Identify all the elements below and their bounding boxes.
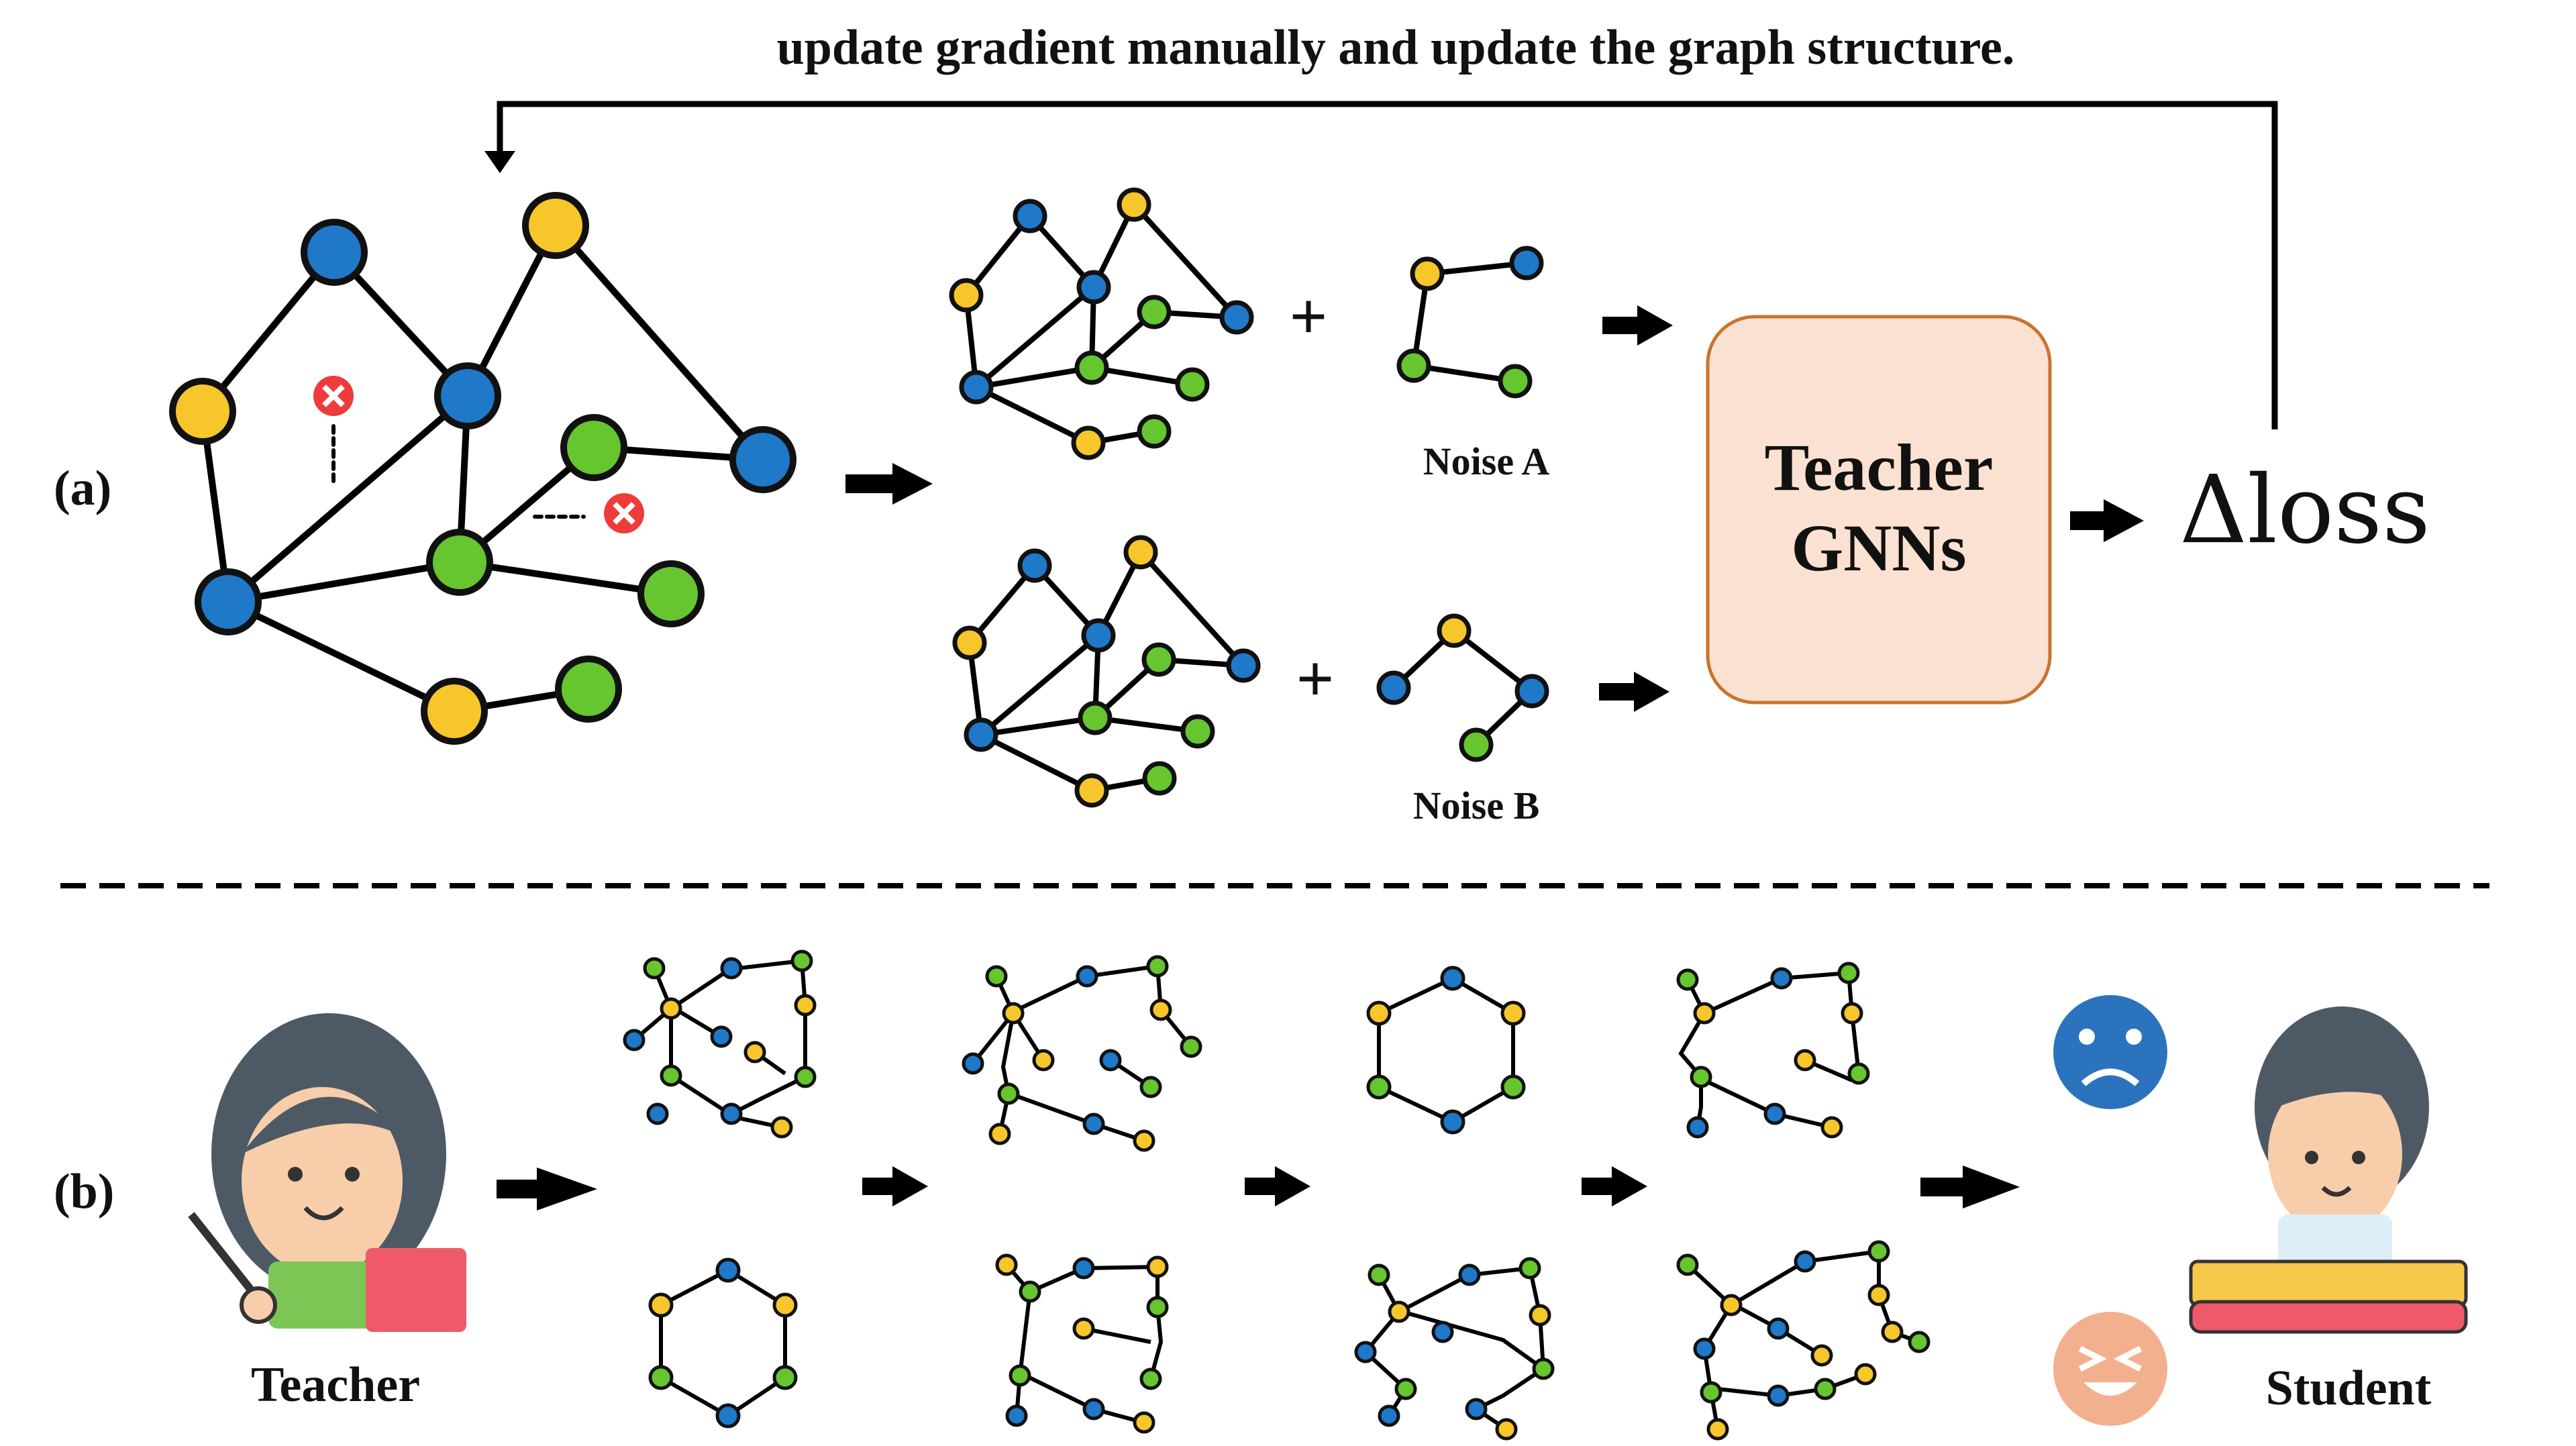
- sequence-graph-nodes: [623, 949, 1930, 1441]
- node-green: [1142, 761, 1177, 796]
- node-yellow: [421, 678, 488, 745]
- node-yellow: [1437, 613, 1472, 648]
- node-blue: [1376, 670, 1411, 705]
- arrow-icon: [1602, 305, 1673, 346]
- augmented-graph-lower: [967, 550, 1246, 793]
- arrow-icon: [1599, 672, 1669, 712]
- node-green: [560, 414, 627, 481]
- node-green: [555, 656, 622, 723]
- main-graph: [199, 222, 766, 715]
- node-green: [426, 529, 493, 596]
- node-blue: [964, 717, 998, 752]
- node-green: [1396, 348, 1431, 383]
- node-blue: [1017, 548, 1052, 583]
- plus-sign: +: [1290, 279, 1328, 354]
- node-yellow: [949, 278, 984, 313]
- node-green: [1459, 727, 1494, 762]
- top-caption: update gradient manually and update the …: [777, 20, 2015, 75]
- node-green: [1180, 714, 1215, 749]
- noise-b-label: Noise B: [1413, 784, 1540, 827]
- node-green: [1498, 364, 1533, 399]
- teacher-avatar-icon: [188, 1013, 466, 1332]
- remove-edge-icon: [313, 376, 644, 533]
- node-blue: [959, 370, 994, 405]
- noise-b-graph: [1376, 613, 1549, 762]
- arrow-icon: [2070, 499, 2144, 542]
- student-caption: Student: [2266, 1361, 2432, 1416]
- main-graph-nodes: [169, 192, 796, 745]
- arrow-icon: [845, 463, 933, 505]
- teacher-caption: Teacher: [251, 1357, 420, 1412]
- node-blue: [1509, 246, 1544, 280]
- teacher-gnns-box: Teacher GNNs: [1706, 315, 2052, 705]
- node-blue: [1219, 300, 1254, 335]
- happy-face-icon: [2053, 1312, 2167, 1426]
- node-yellow: [1410, 256, 1445, 291]
- node-green: [1078, 701, 1113, 735]
- node-blue: [1226, 648, 1261, 683]
- plus-sign: +: [1296, 641, 1335, 716]
- noise-a-graph: [1396, 246, 1544, 399]
- augmented-graph-upper-nodes: [949, 187, 1254, 460]
- node-green: [637, 560, 705, 627]
- node-blue: [434, 362, 501, 429]
- node-blue: [1081, 618, 1116, 653]
- node-blue: [1013, 199, 1047, 234]
- panel-a-label: (a): [54, 461, 111, 516]
- node-green: [1141, 642, 1176, 677]
- node-yellow: [1071, 425, 1106, 460]
- arrow-icon: [497, 1168, 597, 1210]
- student-avatar-icon: [2189, 1006, 2468, 1334]
- node-green: [1175, 367, 1210, 402]
- node-yellow: [522, 192, 589, 259]
- node-green: [1137, 414, 1172, 449]
- panel-b-label: (b): [54, 1164, 114, 1219]
- feedback-arrow: [484, 101, 2278, 429]
- node-yellow: [1123, 535, 1158, 570]
- node-yellow: [952, 625, 987, 660]
- arrow-icon: [862, 1166, 2020, 1208]
- sad-face-icon: [2053, 995, 2167, 1109]
- node-yellow: [169, 378, 236, 445]
- teacher-box-line2: GNNs: [1791, 511, 1966, 585]
- node-yellow: [1074, 773, 1109, 808]
- node-blue: [195, 568, 262, 635]
- augmented-graph-lower-nodes: [952, 535, 1261, 808]
- node-green: [1137, 295, 1172, 329]
- node-yellow: [1117, 187, 1151, 222]
- teacher-box-line1: Teacher: [1765, 430, 1994, 505]
- augmented-graph-upper: [964, 202, 1239, 446]
- delta-loss-label: Δloss: [2179, 456, 2430, 565]
- node-blue: [301, 219, 368, 286]
- node-blue: [1076, 270, 1111, 305]
- node-blue: [729, 426, 796, 493]
- node-blue: [1514, 674, 1549, 709]
- node-green: [1074, 350, 1109, 385]
- noise-a-label: Noise A: [1423, 440, 1550, 483]
